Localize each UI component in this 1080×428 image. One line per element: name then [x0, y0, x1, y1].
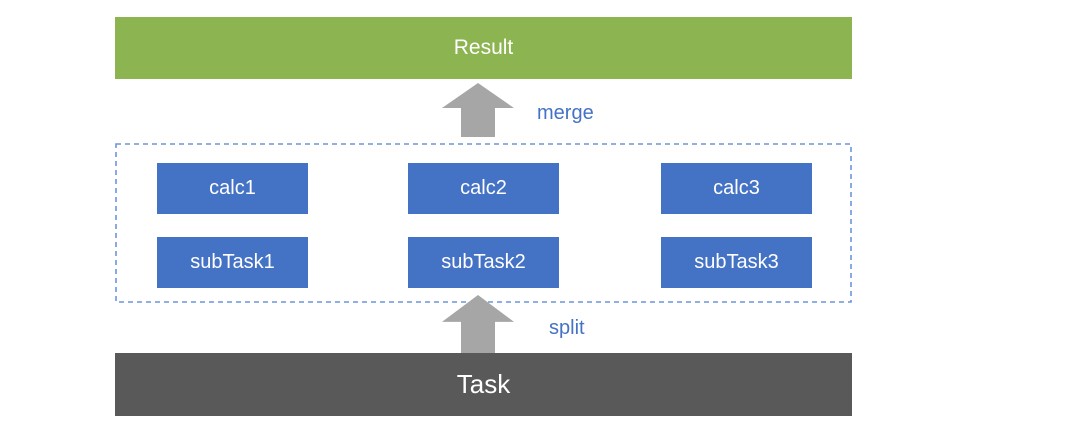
calc1-label: calc1 — [209, 177, 256, 199]
split-label: split — [549, 317, 585, 339]
subtask1-label: subTask1 — [190, 251, 275, 273]
subtask1-node: subTask1 — [157, 237, 308, 288]
calc3-label: calc3 — [713, 177, 760, 199]
task-node: Task — [115, 353, 852, 416]
subtask3-label: subTask3 — [694, 251, 779, 273]
result-label: Result — [453, 36, 514, 59]
subtask3-node: subTask3 — [661, 237, 812, 288]
merge-label: merge — [537, 102, 594, 124]
calc2-node: calc2 — [408, 163, 559, 214]
subtask2-label: subTask2 — [441, 251, 526, 273]
task-label: Task — [456, 369, 511, 399]
calc1-node: calc1 — [157, 163, 308, 214]
split-up-arrow-icon — [442, 295, 514, 353]
result-node: Result — [115, 17, 852, 79]
subtask2-node: subTask2 — [408, 237, 559, 288]
merge-up-arrow-icon — [442, 83, 514, 137]
calc2-label: calc2 — [460, 177, 507, 199]
calc3-node: calc3 — [661, 163, 812, 214]
